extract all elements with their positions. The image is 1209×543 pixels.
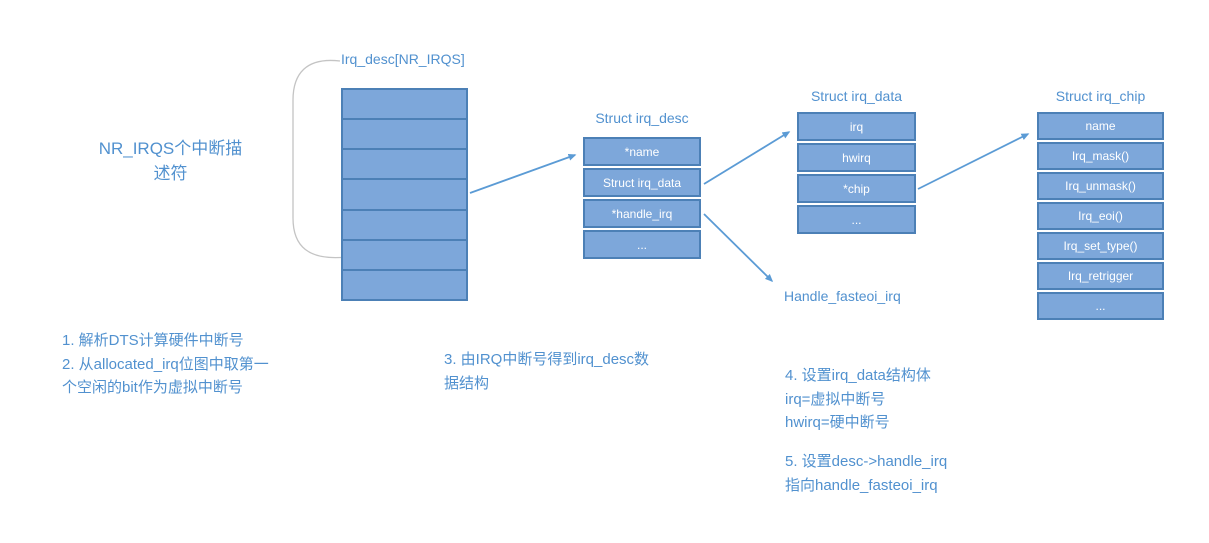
irq-desc-array-row [343, 211, 466, 241]
irq-data-field-irq: irq [797, 112, 916, 141]
irq-desc-array-label: Irq_desc[NR_IRQS] [341, 51, 465, 67]
irq-desc-field-irq-data: Struct irq_data [583, 168, 701, 197]
struct-irq-chip-table: name Irq_mask() Irq_unmask() Irq_eoi() I… [1037, 112, 1164, 320]
irq-desc-array-row [343, 271, 466, 299]
irq-chip-field-retrigger: Irq_retrigger [1037, 262, 1164, 290]
irq-chip-field-mask: Irq_mask() [1037, 142, 1164, 170]
struct-irq-data-table: irq hwirq *chip ... [797, 112, 916, 234]
struct-irq-chip-title: Struct irq_chip [1055, 88, 1146, 104]
struct-irq-data-title: Struct irq_data [810, 88, 903, 104]
irq-chip-field-name: name [1037, 112, 1164, 140]
note-step-5: 5. 设置desc->handle_irq 指向handle_fasteoi_i… [785, 453, 948, 494]
irq-data-field-hwirq: hwirq [797, 143, 916, 172]
irq-data-field-chip: *chip [797, 174, 916, 203]
irq-chip-field-ellipsis: ... [1037, 292, 1164, 320]
irq-desc-array-row [343, 150, 466, 181]
irq-desc-field-ellipsis: ... [583, 230, 701, 259]
irq-desc-field-name: *name [583, 137, 701, 166]
nr-irqs-description: NR_IRQS个中断描 述符 [98, 139, 243, 183]
irq-chip-field-unmask: Irq_unmask() [1037, 172, 1164, 200]
irq-desc-field-handle-irq: *handle_irq [583, 199, 701, 228]
arrow-irq-desc-to-handler [703, 213, 774, 283]
brace-curve [292, 59, 348, 259]
note-step-1-2: 1. 解析DTS计算硬件中断号 2. 从allocated_irq位图中取第一 … [62, 332, 269, 396]
irq-desc-array [341, 88, 468, 301]
struct-irq-desc-title: Struct irq_desc [595, 110, 689, 126]
irq-data-field-ellipsis: ... [797, 205, 916, 234]
arrow-irq-desc-to-irq-data [703, 131, 791, 185]
handle-fasteoi-irq-label: Handle_fasteoi_irq [784, 288, 901, 304]
struct-irq-desc-table: *name Struct irq_data *handle_irq ... [583, 137, 701, 259]
irq-chip-field-eoi: Irq_eoi() [1037, 202, 1164, 230]
irq-desc-array-row [343, 90, 466, 121]
arrow-array-to-irq-desc [469, 153, 577, 194]
irq-desc-array-row [343, 180, 466, 211]
irq-chip-field-set-type: Irq_set_type() [1037, 232, 1164, 260]
note-step-3: 3. 由IRQ中断号得到irq_desc数 据结构 [444, 351, 650, 392]
arrow-irq-data-to-irq-chip [917, 133, 1030, 190]
irq-desc-array-row [343, 241, 466, 271]
note-step-4: 4. 设置irq_data结构体 irq=虚拟中断号 hwirq=硬中断号 [785, 367, 931, 431]
irq-desc-array-row [343, 120, 466, 151]
